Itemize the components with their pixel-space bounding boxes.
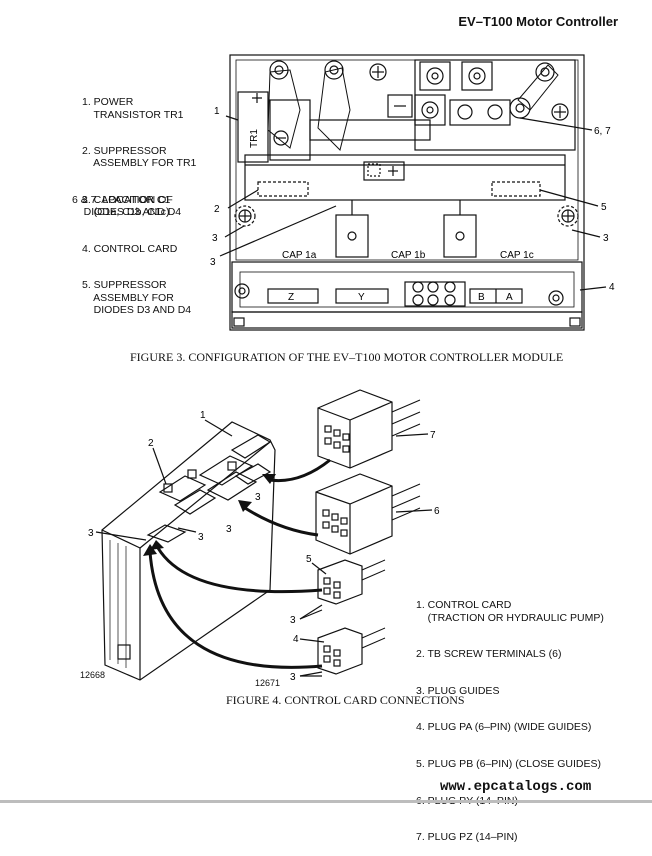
plug-pb <box>317 559 363 605</box>
transistor-bracket <box>237 91 269 163</box>
transistor-tr1 <box>269 99 311 161</box>
legend-item: 3. CAPACITOR C1 (C1a, C1b, C1c) <box>82 194 171 219</box>
figure3-caption: FIGURE 3. CONFIGURATION OF THE EV–T100 M… <box>130 350 564 364</box>
callout-3: 3 <box>198 532 204 543</box>
capacitor-c1b <box>443 214 477 258</box>
callout-3: 3 <box>212 233 218 244</box>
plug-py <box>315 473 393 555</box>
control-card <box>231 261 583 313</box>
figure3-legend: 1. POWER TRANSISTOR TR1 2. SUPPRESSOR AS… <box>82 72 196 328</box>
plus-terminal-icon <box>551 103 569 121</box>
legend-item: 1. CONTROL CARD (TRACTION OR HYDRAULIC P… <box>416 599 604 624</box>
callout-1: 1 <box>200 410 206 421</box>
callout-4: 4 <box>293 634 299 645</box>
callout-3: 3 <box>210 257 216 268</box>
legend-item: 4. PLUG PA (6–PIN) (WIDE GUIDES) <box>416 721 592 734</box>
plus-terminal-icon <box>369 63 387 81</box>
callout-6: 6 <box>434 506 440 517</box>
legend-item: 2. SUPPRESSOR ASSEMBLY FOR TR1 <box>82 145 197 170</box>
callout-4: 4 <box>609 282 615 293</box>
plug-b-label: B <box>478 292 485 303</box>
control-card-bus <box>244 154 566 201</box>
page-header-title: EV–T100 Motor Controller <box>458 14 618 29</box>
plug-z-label: Z <box>288 292 294 303</box>
control-card-body <box>101 421 276 681</box>
callout-3: 3 <box>290 672 296 683</box>
cap1b-label: CAP 1b <box>391 250 426 261</box>
callout-3: 3 <box>290 615 296 626</box>
callout-6-7: 6, 7 <box>594 126 611 137</box>
callout-7: 7 <box>430 430 436 441</box>
callout-3: 3 <box>255 492 261 503</box>
callout-3: 3 <box>226 524 232 535</box>
watermark: www.epcatalogs.com <box>440 779 592 795</box>
suppressor-diodes <box>491 181 541 197</box>
plug-a-label: A <box>506 292 513 303</box>
legend-item: 7. PLUG PZ (14–PIN) <box>416 831 518 844</box>
legend-item: 5. PLUG PB (6–PIN) (CLOSE GUIDES) <box>416 758 601 771</box>
plug-pa <box>317 627 363 675</box>
tr1-label: TR1 <box>249 129 260 148</box>
cap1c-label: CAP 1c <box>500 250 534 261</box>
callout-2: 2 <box>148 438 154 449</box>
legend-item: 2. TB SCREW TERMINALS (6) <box>416 648 562 661</box>
plug-y-label: Y <box>358 292 365 303</box>
module-frame <box>229 54 585 331</box>
figure3-module-drawing: TR1 CAP 1a CAP 1b CAP 1c Z Y B A 1 2 3 3… <box>210 54 615 331</box>
plug-z <box>267 288 319 304</box>
screw-icon <box>324 60 344 80</box>
callout-3: 3 <box>603 233 609 244</box>
capacitor-c1a <box>335 214 369 258</box>
drawing-id-right: 12671 <box>255 678 281 688</box>
legend-item: 6 & 7. LOCATION OF DIODES D3 AND D4 <box>72 194 182 219</box>
callout-5: 5 <box>601 202 607 213</box>
cap1a-label: CAP 1a <box>282 250 317 261</box>
callout-1: 1 <box>214 106 220 117</box>
figure4-caption: FIGURE 4. CONTROL CARD CONNECTIONS <box>226 693 465 707</box>
callout-2: 2 <box>214 204 220 215</box>
plug-y <box>335 288 389 304</box>
plug-pz <box>317 389 393 469</box>
drawing-id-left: 12668 <box>80 670 106 680</box>
suppressor-tr1 <box>257 181 309 197</box>
legend-item: 4. CONTROL CARD <box>82 242 178 255</box>
footer-divider <box>0 800 652 803</box>
legend-item: 1. POWER TRANSISTOR TR1 <box>82 96 184 121</box>
callout-5: 5 <box>306 554 312 565</box>
legend-item: 3. PLUG GUIDES <box>416 684 500 697</box>
figure4-control-card-drawing: 1 2 3 3 3 3 3 7 6 5 4 3 <box>88 389 440 683</box>
figure4-legend: 1. CONTROL CARD (TRACTION OR HYDRAULIC P… <box>416 575 604 856</box>
callout-3: 3 <box>88 528 94 539</box>
legend-item: 5. SUPPRESSOR ASSEMBLY FOR DIODES D3 AND… <box>82 279 192 316</box>
